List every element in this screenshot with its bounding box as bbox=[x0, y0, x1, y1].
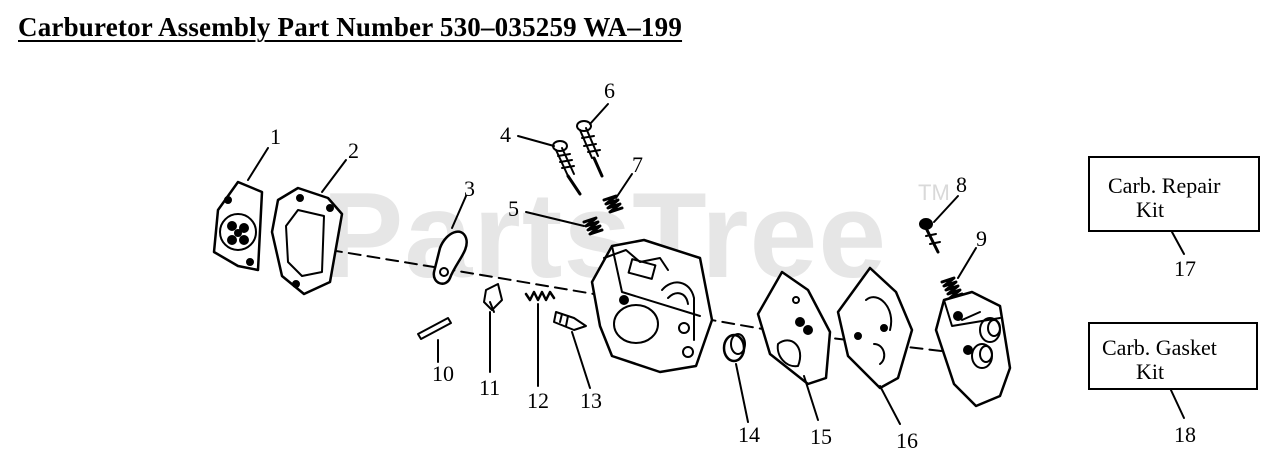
callout-15: 15 bbox=[810, 424, 832, 449]
callout-7: 7 bbox=[632, 152, 643, 177]
part-2-gasket bbox=[270, 186, 344, 296]
part-8-screw bbox=[919, 218, 941, 254]
part-12-spring bbox=[524, 290, 556, 302]
gasket-kit-line-1: Carb. Gasket bbox=[1102, 335, 1217, 360]
leader-16 bbox=[879, 385, 901, 425]
leader-1 bbox=[247, 147, 269, 181]
leader-3 bbox=[451, 195, 467, 229]
leader-2 bbox=[321, 159, 347, 193]
callout-12: 12 bbox=[527, 388, 549, 413]
leader-18 bbox=[1169, 387, 1185, 419]
part-11-valve bbox=[483, 283, 503, 313]
callout-11: 11 bbox=[479, 375, 501, 400]
part-1-diaphragm bbox=[212, 180, 264, 272]
part-6-screw bbox=[576, 120, 604, 178]
callout-9: 9 bbox=[976, 226, 987, 251]
part-13-needle bbox=[553, 311, 587, 331]
callout-2: 2 bbox=[348, 138, 359, 163]
leader-17 bbox=[1171, 231, 1185, 255]
callout-10: 10 bbox=[432, 361, 454, 386]
part-7-spring bbox=[602, 194, 624, 214]
gasket-kit-box: Carb. Gasket Kit bbox=[1088, 322, 1258, 390]
leader-9 bbox=[957, 247, 977, 279]
repair-kit-line-1: Carb. Repair bbox=[1108, 173, 1221, 198]
part-3-lever bbox=[432, 230, 468, 285]
callout-16: 16 bbox=[896, 428, 918, 453]
part-4-screw bbox=[552, 140, 582, 196]
callout-14: 14 bbox=[738, 422, 760, 447]
leader-8 bbox=[933, 195, 959, 223]
callout-17: 17 bbox=[1174, 256, 1196, 281]
callout-3: 3 bbox=[464, 176, 475, 201]
gasket-kit-line-2: Kit bbox=[1136, 359, 1165, 384]
leader-7 bbox=[615, 173, 633, 199]
callout-4: 4 bbox=[500, 122, 511, 147]
leader-14 bbox=[735, 363, 749, 423]
leader-13 bbox=[571, 331, 591, 389]
part-14-plug bbox=[722, 333, 746, 363]
callout-6: 6 bbox=[604, 78, 615, 103]
trademark-mark: TM bbox=[918, 180, 950, 205]
carburetor-body bbox=[590, 238, 714, 374]
leader-6 bbox=[589, 103, 609, 125]
repair-kit-line-2: Kit bbox=[1136, 197, 1165, 222]
callout-8: 8 bbox=[956, 172, 967, 197]
page-title: Carburetor Assembly Part Number 530–0352… bbox=[18, 12, 683, 42]
repair-kit-box: Carb. Repair Kit bbox=[1088, 156, 1260, 232]
callout-18: 18 bbox=[1174, 422, 1196, 447]
part-15-plate bbox=[756, 270, 832, 386]
pump-cover bbox=[934, 290, 1012, 408]
leader-5 bbox=[525, 211, 585, 227]
part-9-spring bbox=[940, 276, 964, 300]
leader-15 bbox=[803, 375, 819, 421]
callout-1: 1 bbox=[270, 124, 281, 149]
callout-5: 5 bbox=[508, 196, 519, 221]
part-10-pin bbox=[417, 317, 452, 340]
part-16-gasket bbox=[836, 266, 914, 390]
callout-13: 13 bbox=[580, 388, 602, 413]
leader-4 bbox=[517, 135, 555, 147]
part-5-spring bbox=[582, 216, 604, 236]
